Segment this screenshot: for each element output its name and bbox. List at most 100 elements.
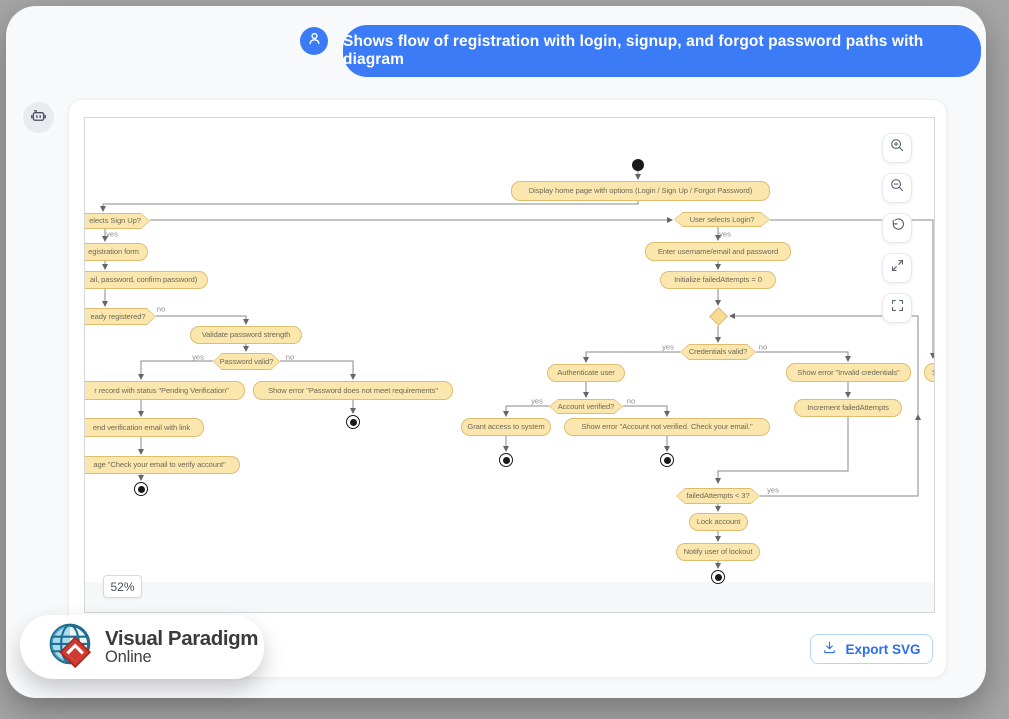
decision-shape bbox=[681, 345, 755, 359]
node-selects-signup[interactable]: elects Sign Up? bbox=[84, 213, 150, 229]
node-label: age "Check your email to verify account" bbox=[93, 460, 226, 470]
start-node[interactable] bbox=[632, 159, 644, 171]
end-node[interactable] bbox=[660, 453, 674, 467]
end-node[interactable] bbox=[134, 482, 148, 496]
node-label: Initialize failedAttempts = 0 bbox=[674, 275, 762, 285]
node-password-valid[interactable]: Password valid? bbox=[213, 353, 280, 370]
edge-label-yes: yes bbox=[767, 485, 779, 495]
merge-shape bbox=[710, 308, 727, 325]
decision-shape bbox=[677, 489, 759, 503]
node-label: Show error "Invalid credentials" bbox=[797, 367, 900, 377]
zoom-out-icon bbox=[889, 177, 906, 199]
edge-label-yes: yes bbox=[719, 229, 731, 239]
node-label: egistration form bbox=[88, 247, 139, 257]
decision-shape bbox=[84, 309, 155, 324]
robot-icon bbox=[29, 106, 48, 130]
edge-label-no: no bbox=[626, 396, 636, 406]
node-label: Authenticate user bbox=[557, 368, 615, 378]
end-node[interactable] bbox=[711, 570, 725, 584]
zoom-in-icon bbox=[889, 137, 906, 159]
node-label: Password valid? bbox=[219, 356, 274, 366]
edge-label-no: no bbox=[285, 352, 295, 362]
node-error-invalid[interactable]: Show error "Invalid credentials" bbox=[786, 363, 911, 382]
end-shape bbox=[349, 418, 357, 426]
bot-avatar bbox=[23, 102, 54, 133]
node-send-verification[interactable]: end verification email with link bbox=[85, 418, 204, 437]
visual-paradigm-logo[interactable]: Visual Paradigm Online bbox=[20, 615, 264, 679]
node-validate-password[interactable]: Validate password strength bbox=[190, 326, 302, 344]
node-label: Validate password strength bbox=[201, 330, 291, 340]
node-label: end verification email with link bbox=[92, 422, 191, 432]
node-selects-login[interactable]: User selects Login? bbox=[674, 212, 770, 227]
diagram-edges bbox=[100, 171, 934, 569]
node-display-home[interactable]: Display home page with options (Login / … bbox=[511, 181, 770, 201]
reset-view-icon bbox=[889, 217, 906, 239]
zoom-level-badge: 52% bbox=[103, 575, 142, 598]
node-label: eady registered? bbox=[90, 311, 146, 321]
logo-line1: Visual Paradigm bbox=[105, 626, 259, 650]
node-account-verified[interactable]: Account verified? bbox=[549, 399, 623, 414]
person-icon bbox=[306, 30, 323, 52]
globe-diamond-logo bbox=[46, 620, 96, 675]
node-label: Grant access to system bbox=[467, 422, 545, 432]
node-label: ail, password, confirm password) bbox=[89, 275, 198, 285]
download-icon bbox=[822, 640, 837, 658]
node-grant-access[interactable]: Grant access to system bbox=[461, 418, 551, 436]
diagram-canvas[interactable]: 52% Display home page with options (Logi… bbox=[84, 117, 935, 613]
node-check-email[interactable]: age "Check your email to verify account" bbox=[85, 456, 240, 474]
node-label: Show error "Account not verified. Check … bbox=[581, 422, 753, 432]
user-message-text: Shows flow of registration with login, s… bbox=[343, 33, 924, 68]
user-message-bubble: Shows flow of registration with login, s… bbox=[343, 25, 981, 77]
export-svg-label: Export SVG bbox=[845, 641, 921, 657]
edge-label-yes: yes bbox=[531, 396, 543, 406]
node-increment-attempts[interactable]: Increment failedAttempts bbox=[794, 399, 902, 417]
node-error-password[interactable]: Show error "Password does not meet requi… bbox=[253, 381, 453, 400]
node-label: S bbox=[925, 369, 934, 377]
zoom-out-button[interactable] bbox=[882, 173, 912, 203]
node-label: Show error "Password does not meet requi… bbox=[268, 385, 438, 395]
user-avatar bbox=[300, 27, 328, 55]
end-shape bbox=[137, 485, 145, 493]
node-label: Lock account bbox=[696, 517, 741, 527]
merge-node[interactable] bbox=[709, 307, 728, 326]
node-label: Notify user of lockout bbox=[683, 547, 753, 557]
end-node[interactable] bbox=[499, 453, 513, 467]
end-shape bbox=[663, 456, 671, 464]
node-label: User selects Login? bbox=[689, 214, 755, 224]
node-enter-details[interactable]: ail, password, confirm password) bbox=[85, 271, 208, 289]
reset-view-button[interactable] bbox=[882, 213, 912, 243]
node-already-registered[interactable]: eady registered? bbox=[84, 308, 156, 325]
main-card: Shows flow of registration with login, s… bbox=[6, 6, 986, 698]
expand-icon bbox=[889, 257, 906, 279]
node-label: Account verified? bbox=[557, 401, 615, 411]
expand-button[interactable] bbox=[882, 253, 912, 283]
fullscreen-button[interactable] bbox=[882, 293, 912, 323]
decision-shape bbox=[675, 213, 769, 226]
node-failed-attempts[interactable]: failedAttempts < 3? bbox=[676, 488, 760, 504]
node-registration-form[interactable]: egistration form bbox=[85, 243, 148, 261]
edge-label-yes: yes bbox=[662, 342, 674, 352]
node-authenticate[interactable]: Authenticate user bbox=[547, 364, 625, 382]
node-label: failedAttempts < 3? bbox=[686, 491, 750, 501]
node-lock-account[interactable]: Lock account bbox=[689, 513, 748, 531]
end-shape bbox=[502, 456, 510, 464]
edge-label-yes: yes bbox=[106, 229, 118, 239]
node-credentials-valid[interactable]: Credentials valid? bbox=[680, 344, 756, 360]
diagram-panel: 52% Display home page with options (Logi… bbox=[68, 99, 947, 678]
node-clipped-right[interactable]: S bbox=[924, 363, 934, 382]
node-create-record[interactable]: r record with status "Pending Verificati… bbox=[85, 381, 245, 400]
node-label: elects Sign Up? bbox=[89, 216, 141, 226]
logo-text: Visual Paradigm Online bbox=[105, 626, 259, 667]
decision-shape bbox=[214, 354, 279, 369]
end-node[interactable] bbox=[346, 415, 360, 429]
fullscreen-icon bbox=[889, 297, 906, 319]
export-svg-button[interactable]: Export SVG bbox=[810, 634, 933, 664]
node-init-attempts[interactable]: Initialize failedAttempts = 0 bbox=[660, 271, 776, 289]
zoom-in-button[interactable] bbox=[882, 133, 912, 163]
node-enter-credentials[interactable]: Enter username/email and password bbox=[645, 242, 791, 261]
node-error-not-verified[interactable]: Show error "Account not verified. Check … bbox=[564, 418, 770, 436]
node-label: Increment failedAttempts bbox=[807, 403, 889, 413]
node-notify-lockout[interactable]: Notify user of lockout bbox=[676, 543, 760, 561]
node-label: Enter username/email and password bbox=[657, 246, 779, 256]
node-label: Credentials valid? bbox=[688, 347, 748, 357]
